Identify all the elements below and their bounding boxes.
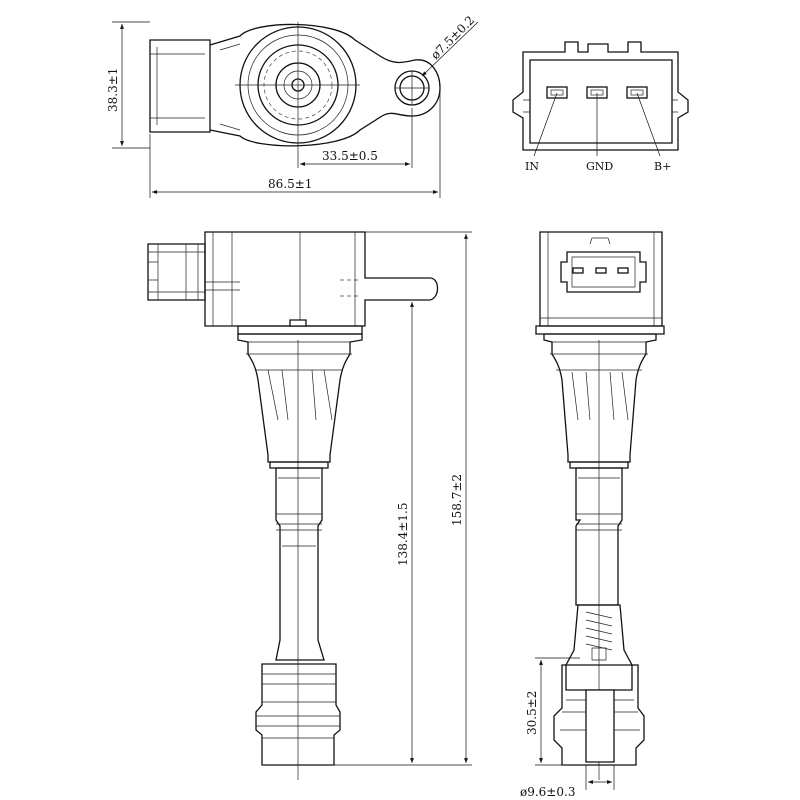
dim-hole-offset: 33.5±0.5: [322, 149, 378, 163]
dim-top-width: 86.5±1: [268, 177, 312, 191]
dim-total-length: 158.7±2: [450, 474, 464, 526]
pin-label-gnd: GND: [586, 160, 613, 173]
front-view: [535, 231, 665, 780]
side-view-dimensions: 138.4±1.5 158.7±2: [334, 231, 472, 766]
top-view: [149, 22, 441, 150]
dim-hole-diameter: ø7.5±0.2: [428, 13, 477, 62]
dim-top-height: 38.3±1: [106, 68, 120, 112]
dim-boot-length: 30.5±2: [525, 691, 539, 735]
pin-label-in: IN: [525, 160, 539, 173]
pin-label-bplus: B+: [654, 160, 671, 173]
dim-inner-length: 138.4±1.5: [396, 503, 410, 567]
side-view: [147, 231, 439, 780]
dim-boot-diameter: ø9.6±0.3: [520, 785, 575, 799]
front-view-dimensions: 30.5±2 ø9.6±0.3: [520, 657, 615, 799]
connector-end-view: IN GND B+: [512, 41, 689, 173]
